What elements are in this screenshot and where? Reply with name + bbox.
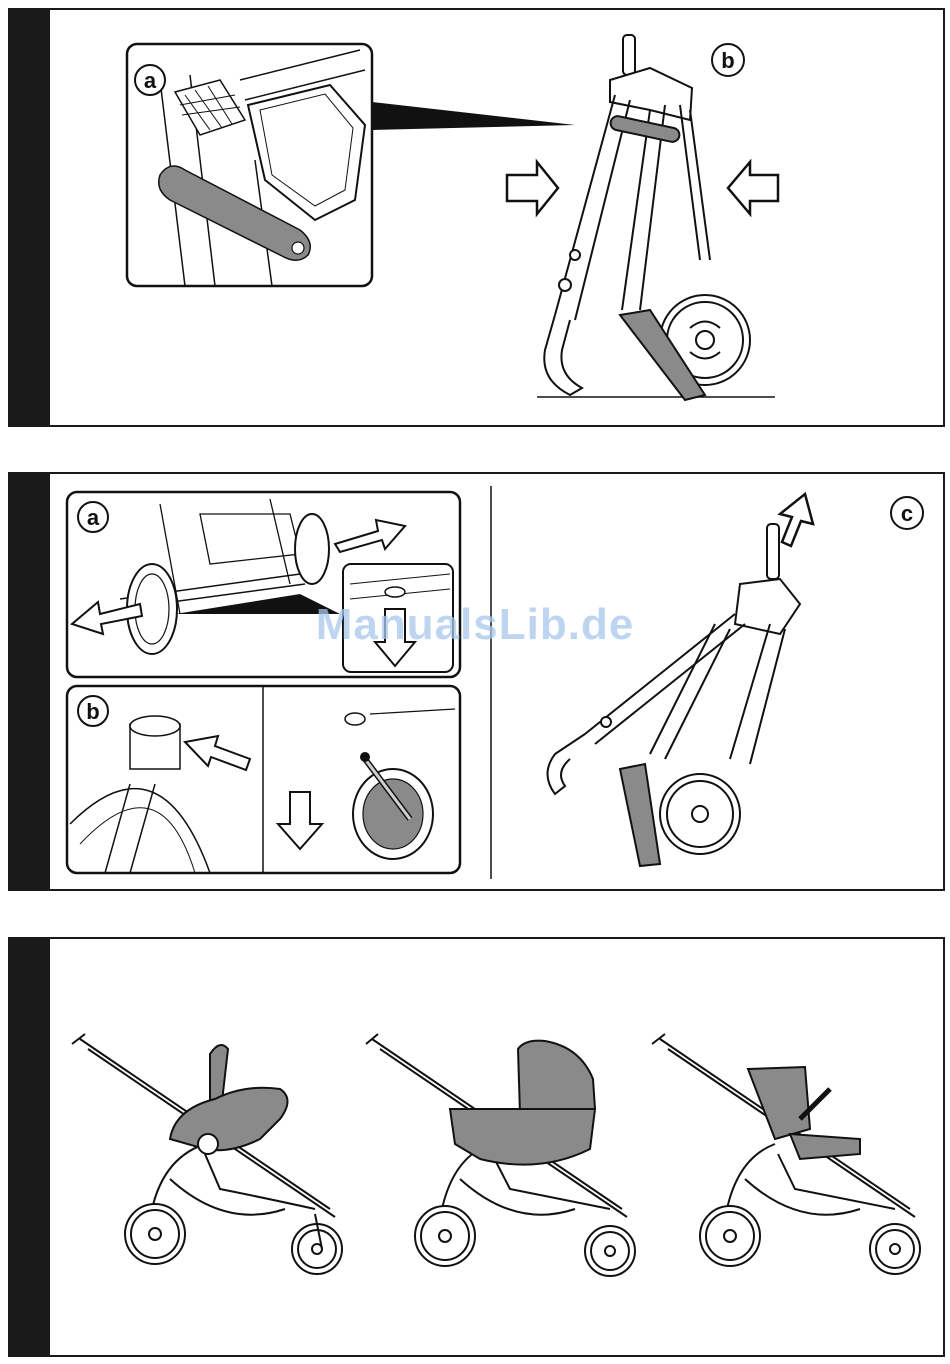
- folded-stroller-b: [537, 35, 775, 400]
- inset-a: a: [67, 492, 460, 677]
- label-b: b: [721, 48, 734, 73]
- step-panel-3: [8, 937, 945, 1357]
- stroller-with-seat-unit: [652, 1034, 920, 1274]
- label-b: b: [86, 699, 99, 724]
- stroller-with-carrycot: [366, 1034, 635, 1276]
- arrow-up-icon: [780, 494, 813, 546]
- arrow-left-icon: [728, 162, 778, 214]
- label-a: a: [87, 505, 100, 530]
- arrow-right-icon: [507, 162, 558, 214]
- wheel-removal-illustration: a b: [10, 474, 947, 893]
- callout-pointer: [372, 102, 575, 130]
- folded-stroller-c: [548, 524, 801, 866]
- inset-a: a: [127, 44, 372, 286]
- stroller-with-car-seat: [72, 1034, 342, 1274]
- configurations-illustration: [10, 939, 947, 1359]
- step-panel-2: a b: [8, 472, 945, 891]
- label-c: c: [901, 501, 913, 526]
- folding-illustration: a b: [10, 10, 947, 429]
- label-a: a: [144, 68, 157, 93]
- step-panel-1: a b: [8, 8, 945, 427]
- inset-b: b: [67, 686, 460, 873]
